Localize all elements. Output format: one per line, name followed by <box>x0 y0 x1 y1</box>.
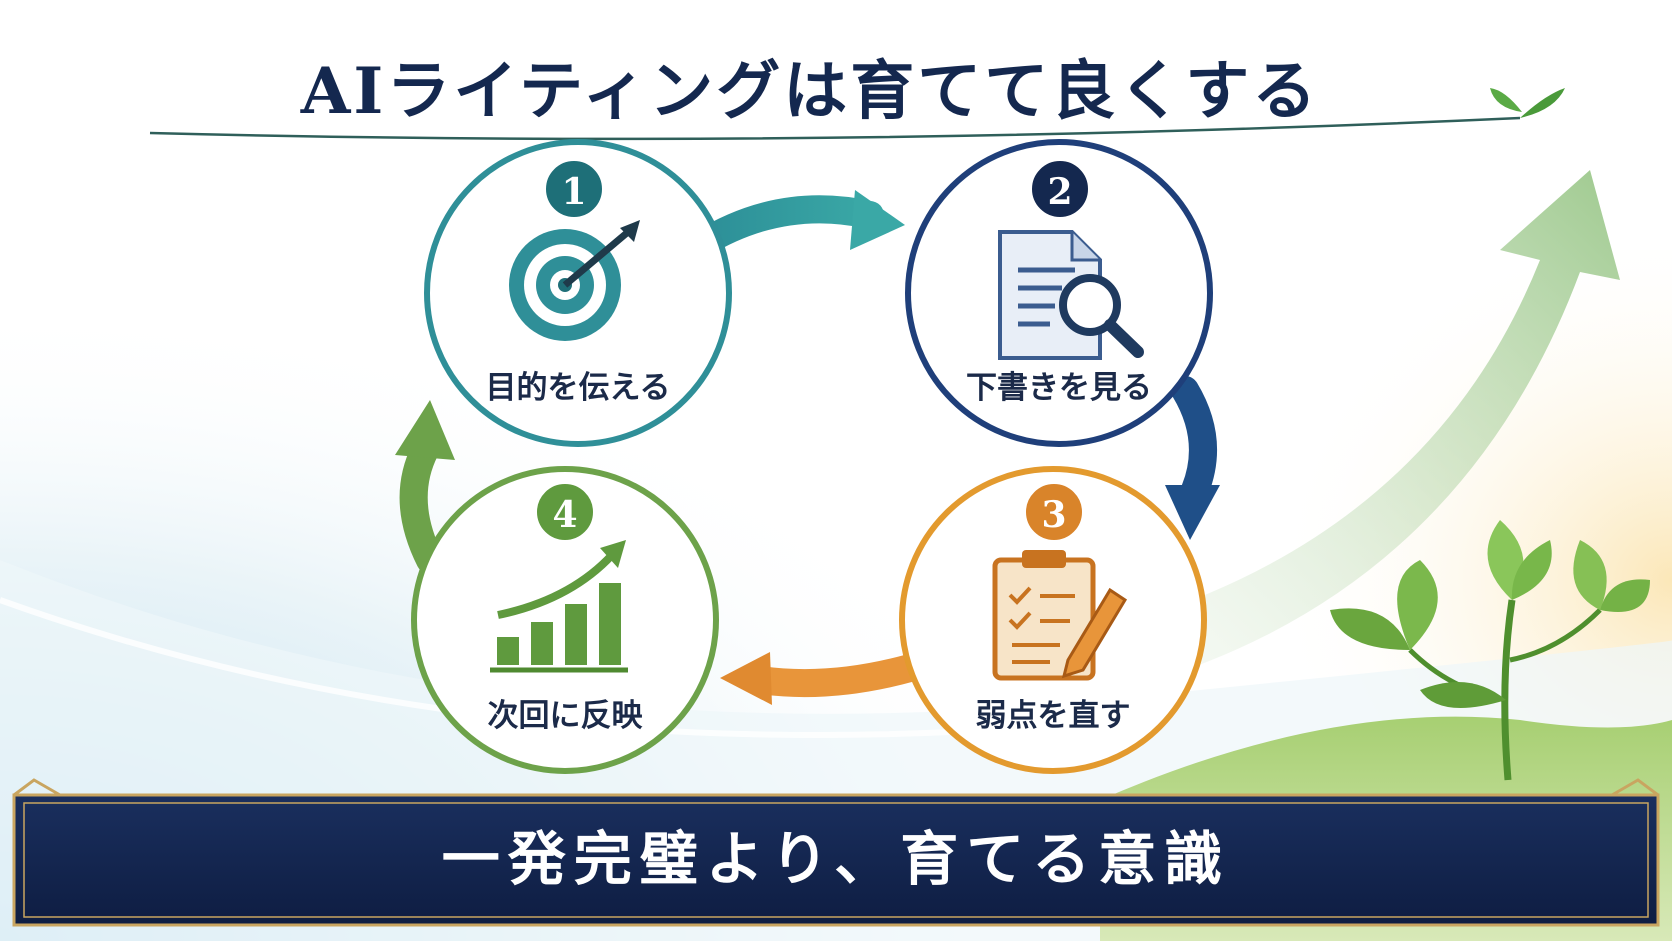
arrow-2-to-3 <box>1165 376 1220 540</box>
target-icon <box>509 220 640 341</box>
clipboard-pencil-icon <box>992 550 1128 681</box>
title-underline <box>149 116 1521 141</box>
sprout-icon <box>1330 520 1650 781</box>
step-2-number: 2 <box>1029 158 1091 220</box>
step-2 <box>905 139 1213 447</box>
step-2-label: 下書きを見る <box>966 370 1152 406</box>
document-search-icon <box>998 230 1144 360</box>
bottom-banner <box>12 778 1660 927</box>
growth-chart-icon <box>490 540 628 673</box>
step-3-label: 弱点を直す <box>975 698 1131 734</box>
page-title: AIライティングは育てて良くする <box>300 54 1320 129</box>
arrow-3-to-4 <box>720 652 924 705</box>
step-4 <box>411 466 719 774</box>
step-1-number: 1 <box>543 158 605 220</box>
arrow-4-to-1 <box>395 400 455 574</box>
step-3 <box>899 466 1207 774</box>
step-1-label: 目的を伝える <box>485 370 671 406</box>
step-3-number: 3 <box>1023 481 1085 543</box>
step-4-label: 次回に反映 <box>487 698 643 734</box>
leaf-icon <box>1490 88 1565 118</box>
step-4-number: 4 <box>534 481 596 543</box>
banner-message: 一発完璧より、育てる意識 <box>441 825 1231 893</box>
step-1 <box>424 139 732 447</box>
